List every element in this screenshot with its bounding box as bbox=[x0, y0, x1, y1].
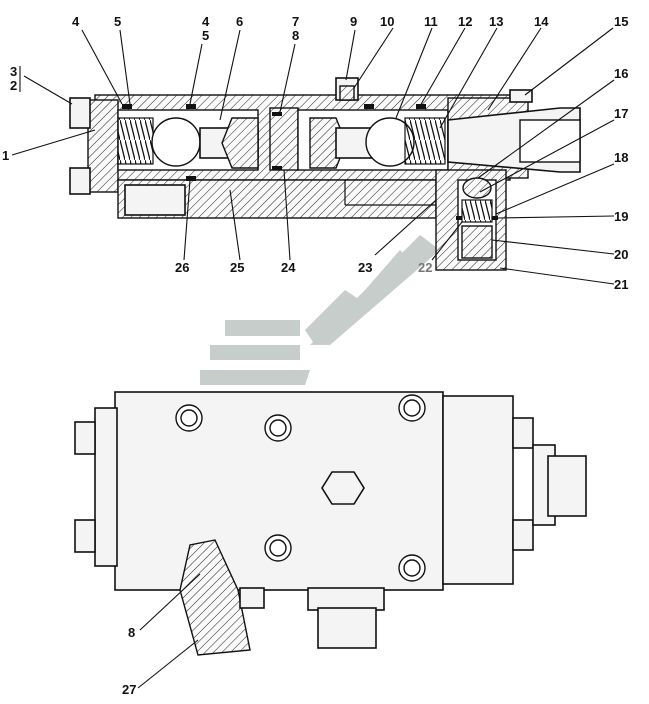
label-4b: 4 bbox=[202, 14, 210, 29]
mounting-hole-inner bbox=[403, 559, 421, 577]
label-6: 6 bbox=[236, 14, 243, 29]
left-ball bbox=[151, 117, 201, 167]
center-partition bbox=[269, 107, 299, 171]
seal bbox=[492, 216, 498, 220]
label-25: 25 bbox=[230, 260, 244, 275]
bottom-plug bbox=[239, 587, 265, 609]
top-fitting-insert bbox=[339, 85, 355, 101]
label-23: 23 bbox=[358, 260, 372, 275]
leader-lines-bottom bbox=[137, 573, 201, 689]
label-14: 14 bbox=[534, 14, 549, 29]
label-1: 1 bbox=[2, 148, 9, 163]
mounting-hole-inner bbox=[403, 399, 421, 417]
base-port bbox=[124, 184, 186, 216]
seal bbox=[364, 104, 374, 109]
bottom-elbow-fitting bbox=[179, 539, 251, 656]
check-valve-ball bbox=[462, 177, 492, 199]
label-11: 11 bbox=[424, 14, 438, 29]
mounting-hole-inner bbox=[269, 539, 287, 557]
right-bolt-top bbox=[512, 417, 534, 449]
label-17: 17 bbox=[614, 106, 628, 121]
seal bbox=[186, 104, 196, 109]
fitting-15 bbox=[509, 89, 533, 103]
label-2: 2 bbox=[10, 78, 17, 93]
label-5b: 5 bbox=[202, 28, 209, 43]
section-view bbox=[69, 77, 581, 271]
part-labels: 4 5 4 5 6 7 8 9 10 11 12 13 14 15 16 17 … bbox=[2, 14, 628, 697]
left-upper-bolt bbox=[69, 97, 91, 129]
label-15: 15 bbox=[614, 14, 628, 29]
seal bbox=[416, 104, 426, 109]
label-7: 7 bbox=[292, 14, 299, 29]
label-8a: 8 bbox=[292, 28, 299, 43]
right-spring bbox=[404, 117, 446, 165]
label-12: 12 bbox=[458, 14, 472, 29]
label-16: 16 bbox=[614, 66, 628, 81]
label-9: 9 bbox=[350, 14, 357, 29]
label-21: 21 bbox=[614, 277, 628, 292]
left-plunger-head bbox=[221, 117, 259, 169]
right-housing-outline bbox=[442, 395, 514, 585]
label-27: 27 bbox=[122, 682, 136, 697]
mounting-hole-inner bbox=[180, 409, 198, 427]
label-26: 26 bbox=[175, 260, 189, 275]
hex-plug bbox=[321, 471, 365, 505]
left-bolt-top bbox=[74, 421, 96, 455]
label-3: 3 bbox=[10, 64, 17, 79]
label-22: 22 bbox=[418, 260, 432, 275]
check-valve-spring bbox=[461, 199, 493, 223]
outlet-fitting bbox=[547, 455, 587, 517]
seal bbox=[272, 166, 282, 170]
external-view bbox=[74, 391, 587, 656]
bottom-port-fitting bbox=[317, 607, 377, 649]
label-19: 19 bbox=[614, 209, 628, 224]
check-valve-plug bbox=[461, 225, 493, 259]
label-4a: 4 bbox=[72, 14, 80, 29]
seal bbox=[186, 176, 196, 181]
label-24: 24 bbox=[281, 260, 296, 275]
left-spring bbox=[117, 117, 154, 165]
left-bolt-bottom bbox=[74, 519, 96, 553]
label-18: 18 bbox=[614, 150, 628, 165]
left-end-cap bbox=[87, 99, 119, 193]
label-10: 10 bbox=[380, 14, 394, 29]
left-cap-outline bbox=[94, 407, 118, 567]
label-5a: 5 bbox=[114, 14, 121, 29]
label-20: 20 bbox=[614, 247, 628, 262]
leader-lines-top bbox=[11, 27, 615, 285]
label-13: 13 bbox=[489, 14, 503, 29]
label-8b: 8 bbox=[128, 625, 135, 640]
seal bbox=[272, 112, 282, 116]
mounting-hole-inner bbox=[269, 419, 287, 437]
seal bbox=[122, 104, 132, 109]
right-bolt-bottom bbox=[512, 519, 534, 551]
seal bbox=[456, 216, 462, 220]
bottom-port-base bbox=[307, 587, 385, 611]
left-lower-bolt bbox=[69, 167, 91, 195]
